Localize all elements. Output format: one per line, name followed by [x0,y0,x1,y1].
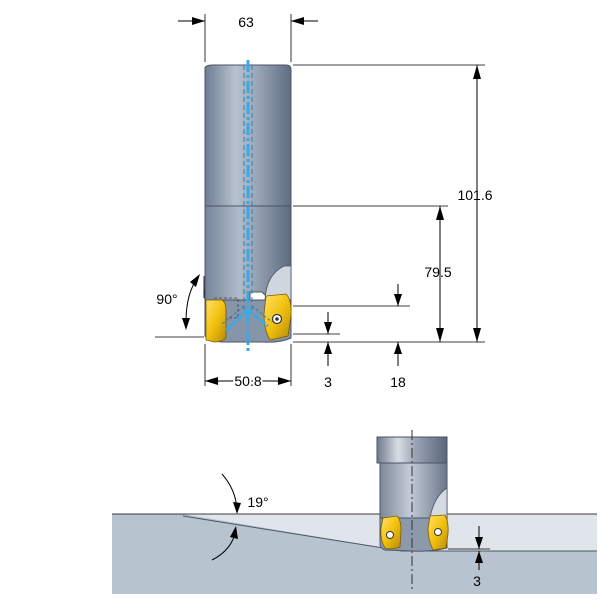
dim-depth: 3 [473,573,481,589]
dim-angle: 90° [156,291,177,307]
bottom-view: 19° 3 [112,430,597,594]
top-view: 63 101.6 79.5 18 3 90° [155,14,493,391]
dim-length-body: 79.5 [424,264,451,280]
dim-length-total: 101.6 [457,187,492,203]
insert-left [205,299,227,343]
dim-diameter-shank: 63 [238,14,254,30]
chip-flute [264,265,292,301]
dim-diameter-cutter: 50.8 [234,373,261,389]
dim-ramp-angle: 19° [247,494,268,510]
dim-depth-b: 18 [390,374,406,390]
tool-shank [204,64,292,207]
dim-depth-a: 3 [324,374,332,390]
